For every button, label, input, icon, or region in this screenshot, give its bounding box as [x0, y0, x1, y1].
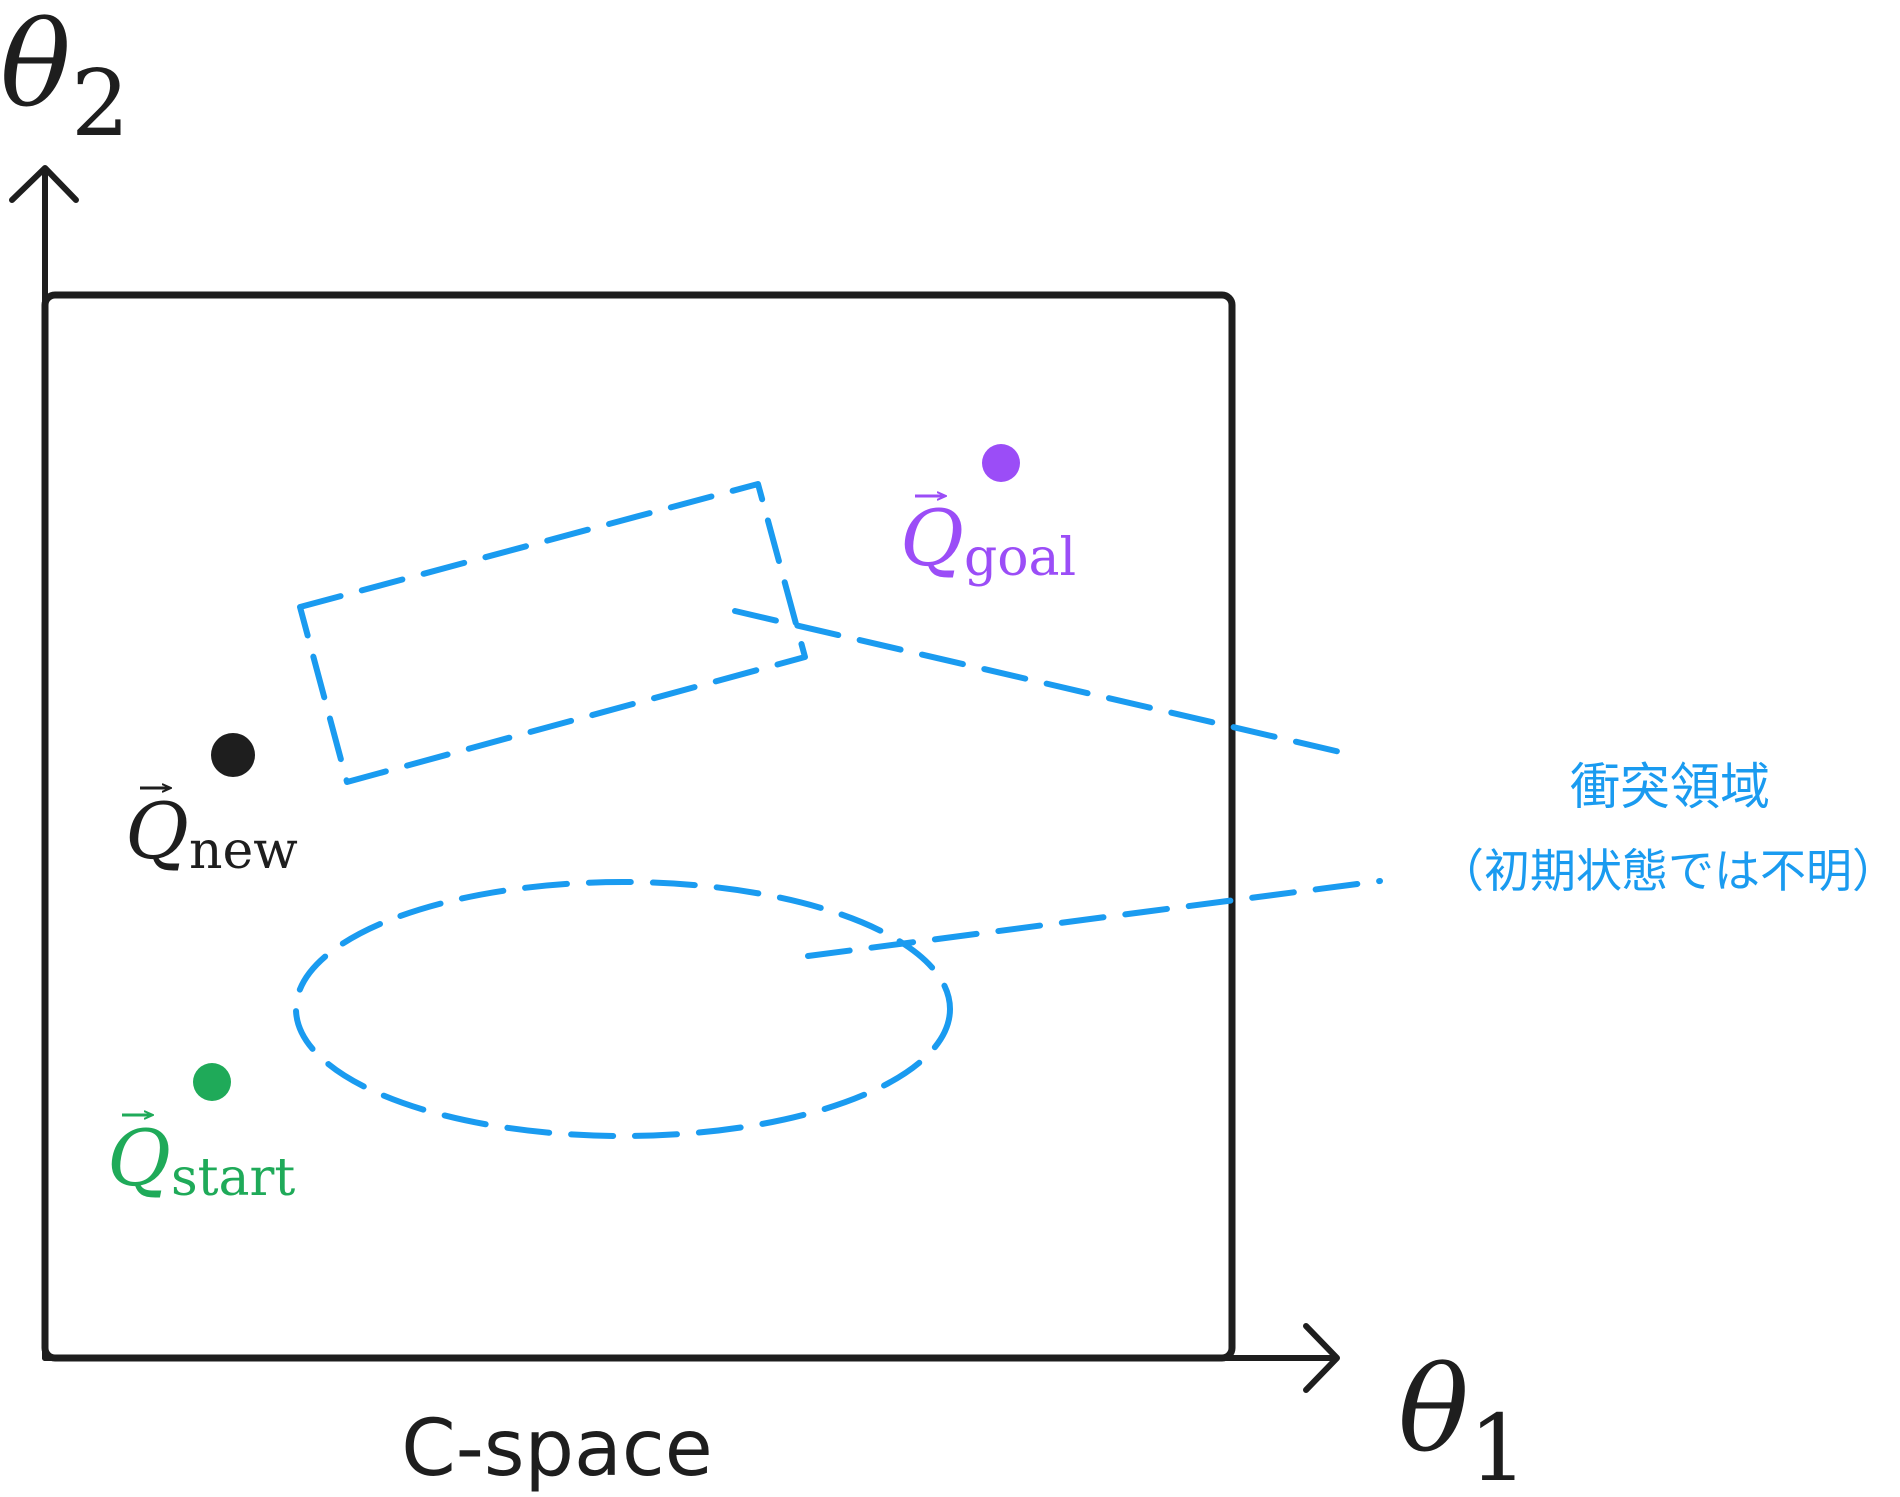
- start-dot: [193, 1063, 231, 1101]
- collision-regions: [293, 481, 1383, 1139]
- goal-dot: [982, 444, 1020, 482]
- collision-label-line1: 衝突領域: [1570, 758, 1770, 816]
- collision-ellipse: [293, 879, 953, 1139]
- new-point: Qnew: [125, 733, 298, 881]
- c-space-caption: C-space: [401, 1404, 712, 1494]
- y-axis-theta: θ: [0, 0, 71, 133]
- leader-line-rect: [732, 608, 1356, 758]
- new-dot: [211, 733, 255, 777]
- goal-subscript: goal: [964, 528, 1076, 588]
- y-axis-label: θ2: [0, 0, 130, 157]
- goal-symbol: Q: [900, 494, 964, 584]
- goal-label: Qgoal: [900, 494, 1076, 588]
- c-space-frame: [41, 291, 1236, 1362]
- y-axis-arrowhead: [9, 165, 79, 203]
- collision-label-line2: （初期状態では不明）: [1438, 844, 1898, 898]
- new-symbol: Q: [125, 787, 189, 877]
- collision-rect: [297, 481, 808, 785]
- start-symbol: Q: [107, 1114, 171, 1204]
- start-point: Qstart: [107, 1063, 295, 1208]
- x-axis-subscript: 1: [1469, 1395, 1528, 1497]
- leader-line-ellipse: [805, 878, 1383, 959]
- new-label: Qnew: [125, 787, 298, 881]
- goal-point: Qgoal: [900, 444, 1076, 588]
- start-label: Qstart: [107, 1114, 295, 1208]
- start-subscript: start: [171, 1148, 295, 1208]
- x-axis-label: θ1: [1398, 1340, 1528, 1497]
- y-axis-subscript: 2: [71, 50, 130, 157]
- new-subscript: new: [189, 821, 298, 881]
- x-axis-theta: θ: [1398, 1340, 1469, 1478]
- x-axis-arrowhead: [1303, 1323, 1340, 1393]
